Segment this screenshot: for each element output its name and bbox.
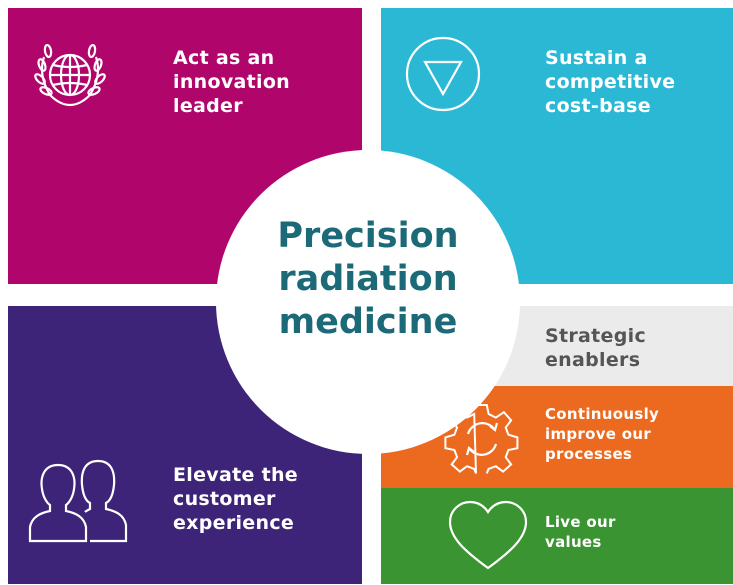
enabler-values-label: Live our values <box>545 513 616 551</box>
people-icon <box>28 459 128 543</box>
enabler-values-panel <box>381 488 733 584</box>
triangle-circle-icon <box>405 36 481 112</box>
innovation-leader-label: Act as an innovation leader <box>173 47 290 117</box>
customer-experience-label: Elevate the customer experience <box>173 464 298 534</box>
center-circle <box>216 150 520 454</box>
enabler-processes-label: Continuously improve our processes <box>545 405 660 463</box>
strategic-enablers-heading: Strategic enablers <box>545 325 647 371</box>
globe-laurel-icon <box>34 43 106 107</box>
center-title: Precision radiation medicine <box>277 216 459 342</box>
heart-icon <box>448 500 528 570</box>
cost-base-label: Sustain a competitive cost-base <box>545 47 676 117</box>
